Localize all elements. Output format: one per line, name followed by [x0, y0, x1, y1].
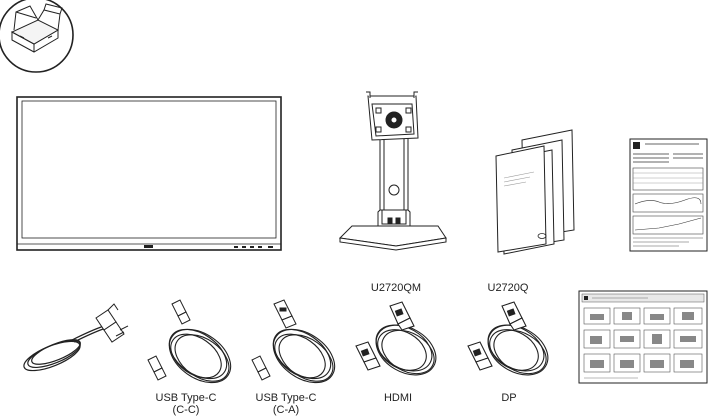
dp-label: DP: [501, 392, 517, 404]
usb-cc-label-line2: (C-C): [172, 404, 200, 416]
usb-c-cable-icon: [142, 299, 242, 388]
usb-cc-label-line1: USB Type-C: [155, 392, 217, 404]
hdmi-model-label: U2720QM: [370, 282, 422, 294]
stand-icon: [338, 90, 448, 251]
calibration-report-icon: [629, 138, 708, 252]
dp-cable-icon: [462, 300, 558, 384]
hdmi-label: HDMI: [383, 392, 413, 404]
dp-model-label: U2720Q: [487, 282, 529, 294]
power-cable-icon: [12, 300, 140, 376]
monitor-icon: [16, 96, 282, 252]
hdmi-cable-icon: [350, 300, 446, 384]
usb-c-to-a-cable-icon: [244, 299, 348, 388]
usb-ca-label-line1: USB Type-C: [255, 392, 317, 404]
open-box-icon: [0, 0, 76, 76]
documents-icon: [494, 126, 578, 256]
setup-guide-icon: [578, 290, 708, 384]
usb-ca-label-line2: (C-A): [272, 404, 300, 416]
